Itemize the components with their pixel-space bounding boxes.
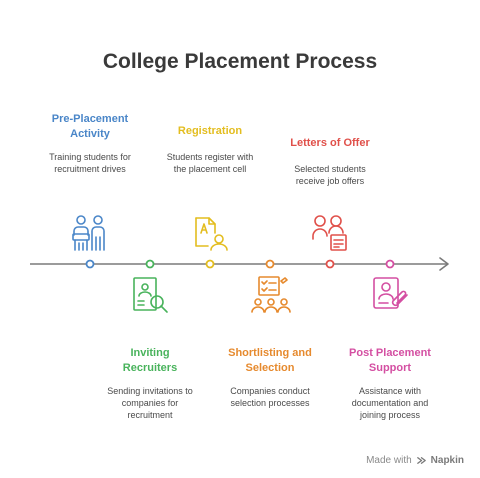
offer-letter-icon xyxy=(312,215,347,251)
timeline-dot-pre-placement xyxy=(85,259,95,269)
step-title-inviting-recruiters: Inviting Recruiters xyxy=(122,347,178,374)
timeline-arrowhead xyxy=(439,257,449,271)
step-desc-post-placement: Assistance with documentation and joinin… xyxy=(351,386,429,420)
support-document-icon xyxy=(373,277,408,309)
step-title-letters-of-offer: Letters of Offer xyxy=(290,137,370,149)
step-title-pre-placement: Pre-Placement Activity xyxy=(51,113,129,140)
registration-form-icon xyxy=(195,217,228,251)
step-desc-registration: Students register with the placement cel… xyxy=(166,152,254,174)
step-title-post-placement: Post Placement Support xyxy=(349,347,431,374)
napkin-brand: Napkin xyxy=(430,455,464,466)
timeline-dot-post-placement xyxy=(385,259,395,269)
training-people-icon xyxy=(72,215,105,251)
timeline-dot-letters-of-offer xyxy=(325,259,335,269)
timeline-dot-shortlisting xyxy=(265,259,275,269)
step-desc-letters-of-offer: Selected students receive job offers xyxy=(294,164,366,186)
step-desc-inviting-recruiters: Sending invitations to companies for rec… xyxy=(107,386,193,420)
page-title: College Placement Process xyxy=(102,50,378,73)
napkin-footer[interactable]: Made with Napkin xyxy=(366,455,464,466)
step-desc-shortlisting: Companies conduct selection processes xyxy=(230,386,310,408)
timeline-dot-inviting-recruiters xyxy=(145,259,155,269)
checklist-group-icon xyxy=(251,276,291,313)
resume-search-icon xyxy=(133,277,168,313)
step-desc-pre-placement: Training students for recruitment drives xyxy=(49,152,131,174)
made-with-label: Made with xyxy=(366,455,412,466)
step-title-shortlisting: Shortlisting and Selection xyxy=(228,347,312,374)
napkin-logo-icon xyxy=(416,457,426,464)
step-title-registration: Registration xyxy=(177,125,243,137)
timeline-dot-registration xyxy=(205,259,215,269)
